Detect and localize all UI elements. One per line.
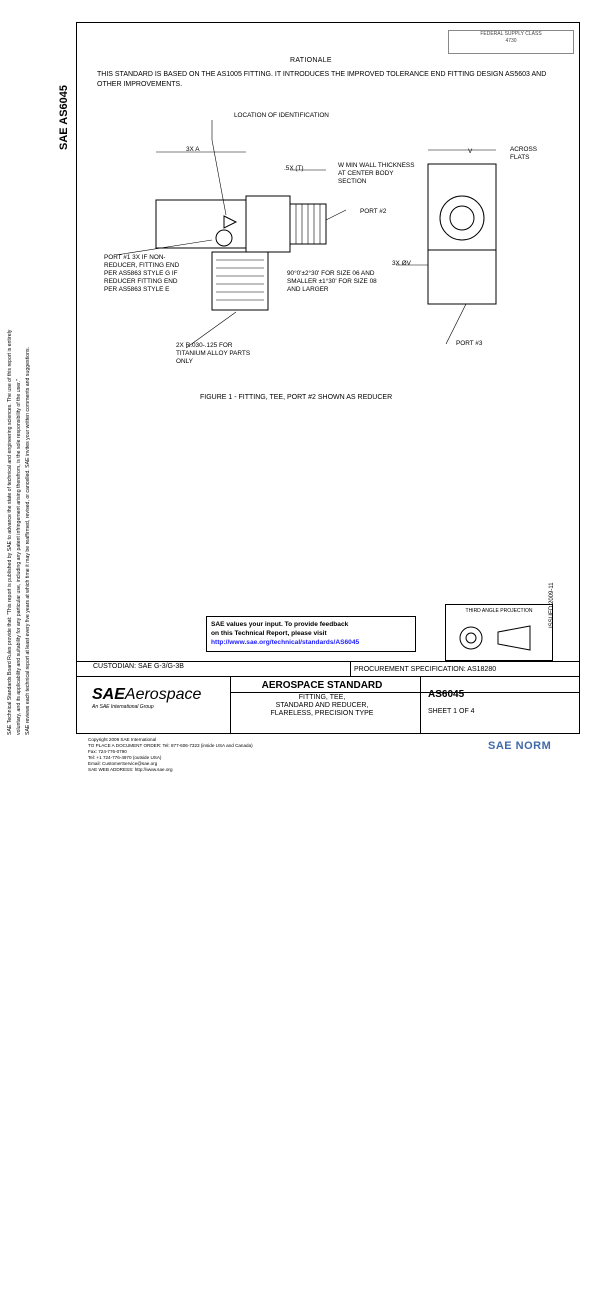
rationale-text: THIS STANDARD IS BASED ON THE AS1005 FIT… (97, 71, 547, 88)
title-vline-2 (350, 661, 351, 676)
title-line2: STANDARD AND REDUCER, (275, 702, 369, 709)
custodian: CUSTODIAN: SAE G-3/G-3B (93, 663, 184, 670)
sidebar-legal: SAE Technical Standards Board Rules prov… (7, 329, 31, 735)
stamp-line1: FEDERAL SUPPLY CLASS (480, 31, 542, 37)
doc-vertical-label: SAE AS6045 (58, 84, 70, 150)
sheet-number: SHEET 1 OF 4 (428, 708, 475, 715)
location-label: LOCATION OF IDENTIFICATION (234, 112, 329, 119)
projection-symbol-icon (459, 625, 531, 651)
watermark: SAE NORM (488, 740, 552, 752)
document-title: FITTING, TEE, STANDARD AND REDUCER, FLAR… (232, 694, 412, 718)
tee-port3 (211, 251, 269, 311)
wall-label: W MIN WALL THICKNESS AT CENTER BODY SECT… (338, 162, 415, 185)
title-vline-1 (230, 676, 231, 734)
tee-body-center (245, 195, 291, 253)
title-vline-3 (420, 676, 421, 734)
footer-copyright: Copyright 2009 SAE International (88, 737, 157, 742)
supply-class-stamp: FEDERAL SUPPLY CLASS 4730 (448, 30, 574, 54)
title-line3: FLARELESS, PRECISION TYPE (270, 710, 374, 717)
footer-web[interactable]: SAE WEB ADDRESS: http://www.sae.org (88, 767, 173, 772)
dim-5x: .5X (T) (284, 165, 304, 172)
projection-label: THIRD ANGLE PROJECTION (465, 608, 533, 614)
feedback-box: SAE values your input. To provide feedba… (206, 616, 416, 652)
logo-main: Aerospace (124, 686, 202, 703)
footer-phone-left: TO PLACE A DOCUMENT ORDER: Tel: 877-606-… (88, 743, 253, 748)
title-line1: FITTING, TEE, (298, 694, 346, 701)
logo-sub: An SAE International Group (92, 704, 154, 710)
title-divider-2 (76, 676, 580, 677)
dim-v: V (468, 148, 473, 155)
feedback-link[interactable]: http://www.sae.org/technical/standards/A… (211, 639, 360, 646)
procurement-spec: PROCUREMENT SPECIFICATION: AS18280 (354, 666, 497, 673)
sae-aerospace-logo: SAEAerospace An SAE International Group (92, 686, 212, 710)
port3-label: PORT #3 (456, 340, 483, 347)
port2-label: PORT #2 (360, 208, 387, 215)
figure-caption: FIGURE 1 - FITTING, TEE, PORT #2 SHOWN A… (200, 394, 393, 401)
title-divider-3 (230, 692, 580, 693)
footer: Copyright 2009 SAE International TO PLAC… (88, 737, 488, 773)
across-flats-label: ACROSS FLATS (510, 146, 537, 161)
aerospace-standard-heading: AEROSPACE STANDARD (261, 680, 383, 691)
logo-bold: SAE (92, 686, 125, 703)
footer-phone-right: Tel: +1 724-776-4970 (outside USA) (88, 755, 162, 760)
projection-box: THIRD ANGLE PROJECTION (445, 604, 553, 661)
radius-note: 2X R.030-.125 FOR TITANIUM ALLOY PARTS O… (176, 342, 251, 365)
angle-note: 90°0'±2°30' FOR SIZE 06 AND SMALLER ±1°3… (287, 270, 377, 293)
stamp-line2: 4730 (505, 38, 517, 44)
tee-fitting-drawing (115, 120, 497, 349)
footer-email: Email: CustomerService@sae.org (88, 761, 158, 766)
drawing-frame (76, 22, 580, 734)
footer-fax: Fax: 724-776-0790 (88, 749, 127, 754)
title-divider-1 (76, 661, 580, 662)
port1-label: PORT #1 3X IF NON-REDUCER, FITTING END P… (104, 254, 180, 293)
dim-3xd: 3X ØV (392, 260, 411, 267)
doc-number: AS6045 (428, 689, 465, 700)
rationale-heading: RATIONALE (290, 57, 332, 64)
side-view-body (427, 163, 497, 305)
feedback-line2: on this Technical Report, please visit (211, 630, 327, 637)
dim-3xa: 3X A (186, 146, 200, 153)
feedback-line1: SAE values your input. To provide feedba… (211, 621, 349, 628)
